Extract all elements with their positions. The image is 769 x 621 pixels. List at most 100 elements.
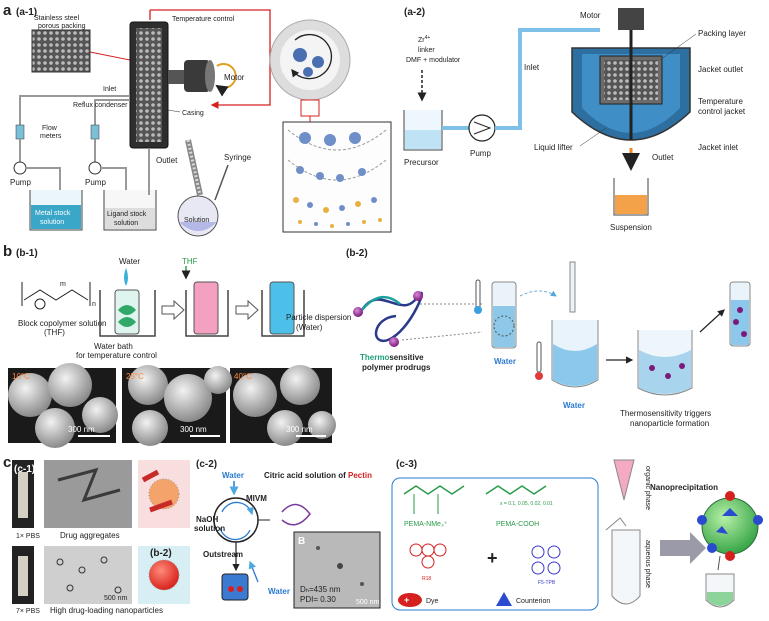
- a2-temp-jacket-2: control jacket: [698, 107, 746, 116]
- nanoparticles-b2: [649, 363, 685, 379]
- b1-particle-1: Particle dispersion: [286, 313, 351, 322]
- a2-zr: Zr4+: [418, 35, 430, 44]
- water-bath: [99, 290, 156, 337]
- c3-pema-cooh: PEMA-COOH: [496, 521, 539, 528]
- panel-label-a2: (a-2): [404, 7, 425, 18]
- c3-components-box: [391, 477, 599, 611]
- c1-inset: (b-2): [150, 548, 172, 559]
- c2-citric: Citric acid solution of Pectin: [264, 471, 372, 480]
- motor-shaft-housing: [168, 70, 184, 84]
- a1-motor: Motor: [224, 73, 245, 82]
- pump-2: [88, 161, 102, 175]
- c1-aggregates: Drug aggregates: [60, 531, 120, 540]
- b1-bath-1: Water bath: [94, 342, 133, 351]
- polymer-prodrug-coil: [353, 291, 424, 347]
- c2-scale: 500 nm: [356, 599, 380, 606]
- a1-solution: Solution: [184, 217, 209, 224]
- thermometer-1: [474, 306, 482, 314]
- a1-metal-line1: Metal stock: [35, 210, 71, 217]
- b1-particle-2: (Water): [296, 323, 323, 332]
- b1-thf: THF: [182, 257, 198, 266]
- growth-particles: [293, 132, 382, 228]
- a1-inlet: Inlet: [103, 86, 116, 93]
- pectin-strand: [281, 503, 311, 526]
- b1-bath-2: for temperature control: [76, 351, 157, 360]
- arrow-1: [161, 299, 185, 321]
- a2-temp-jacket-1: Temperature: [698, 97, 743, 106]
- b1-m: m: [60, 281, 66, 288]
- feed-line: [495, 28, 600, 130]
- a2-inlet: Inlet: [524, 63, 540, 72]
- c3-r18: R18: [422, 576, 431, 582]
- temp-10: 10°C: [12, 372, 30, 381]
- b1-block: Block copolymer solution: [18, 319, 106, 328]
- c2-naoh-2: solution: [194, 524, 225, 533]
- c2-naoh-1: NaOH: [196, 515, 218, 524]
- c2-pdi: PDI= 0.30: [300, 595, 336, 604]
- reactor-packing: [136, 28, 162, 142]
- c2-water-bottom: Water: [268, 587, 290, 596]
- b1-water: Water: [119, 257, 140, 266]
- pema-nme-structure: [403, 485, 465, 495]
- a1-ligand-line2: solution: [114, 220, 138, 227]
- plus-sign: +: [487, 548, 498, 568]
- flow-meter-2: [90, 124, 100, 140]
- b2-triggers-2: nanoparticle formation: [630, 419, 709, 428]
- vial-2: [193, 281, 219, 335]
- inlet-line-metal: [19, 95, 130, 125]
- a1-metal-line2: solution: [40, 219, 64, 226]
- porous-packing-swatch: [31, 29, 91, 73]
- panel-label-a: a: [3, 2, 12, 19]
- panel-label-b2: (b-2): [346, 248, 368, 259]
- dropper: [569, 261, 576, 313]
- a2-suspension: Suspension: [610, 223, 652, 232]
- counterion-badge: [496, 592, 512, 606]
- scale-1: 300 nm: [68, 425, 95, 434]
- panel-label-b: b: [3, 243, 12, 260]
- mivm-mixer: [213, 497, 259, 543]
- a2-packing: Packing layer: [698, 29, 746, 38]
- a1-pump1: Pump: [10, 178, 31, 187]
- pema-cooh-structure: [485, 485, 547, 495]
- a2-outlet: Outlet: [652, 153, 674, 162]
- c3-charges: [697, 491, 763, 561]
- a1-flow-line1: Flow: [42, 125, 58, 132]
- panel-label-c2: (c-2): [196, 459, 217, 470]
- a2-pump-label: Pump: [470, 149, 491, 158]
- a2-jacket-outlet: Jacket outlet: [698, 65, 744, 74]
- panel-label-c1: (c-1): [14, 464, 35, 475]
- c1-nanoparticles: High drug-loading nanoparticles: [50, 606, 163, 615]
- c2-dh: Dₕ=435 nm: [300, 585, 341, 594]
- a1-casing: Casing: [182, 110, 204, 117]
- a2-motor: [618, 8, 644, 30]
- a2-motor-label: Motor: [580, 11, 601, 20]
- c3-ratios: x = 0.1, 0.05, 0.02, 0.01: [500, 501, 553, 507]
- tem-pectin: [293, 531, 381, 609]
- organic-pipette: [613, 459, 635, 501]
- panel-label-c3: (c-3): [396, 459, 417, 470]
- scale-3: 300 nm: [286, 425, 313, 434]
- c1-pbs1: 1× PBS: [16, 533, 40, 540]
- vial-3: [269, 281, 295, 335]
- rotation-arrow: [215, 63, 237, 97]
- c3-aqueous: aqueous phase: [644, 540, 651, 588]
- a1-flow-line2: meters: [40, 133, 62, 140]
- collection-vial: [221, 573, 249, 601]
- nanoprecipitation-arrow: [660, 532, 706, 564]
- temp-40: 40°C: [234, 372, 252, 381]
- c3-organic: organic phase: [644, 466, 651, 510]
- c2-inset-b: B: [298, 536, 305, 547]
- b1-n: n: [92, 301, 96, 308]
- b2-triggers-1: Thermosensitivity triggers: [620, 409, 711, 418]
- b2-water-2: Water: [563, 401, 585, 410]
- a1-reflux: Reflux condenser: [73, 102, 128, 109]
- syringe: [214, 164, 229, 201]
- r18-dye-structure: [409, 543, 447, 569]
- a1-ligand-line1: Ligand stock: [107, 211, 147, 218]
- a1-packing-line2: porous packing: [38, 23, 86, 30]
- motor-body: [184, 60, 210, 92]
- c2-mivm: MIVM: [246, 494, 267, 503]
- c2-water-top: Water: [222, 471, 244, 480]
- motor-face: [205, 60, 215, 92]
- a1-temp-control: Temperature control: [172, 16, 235, 23]
